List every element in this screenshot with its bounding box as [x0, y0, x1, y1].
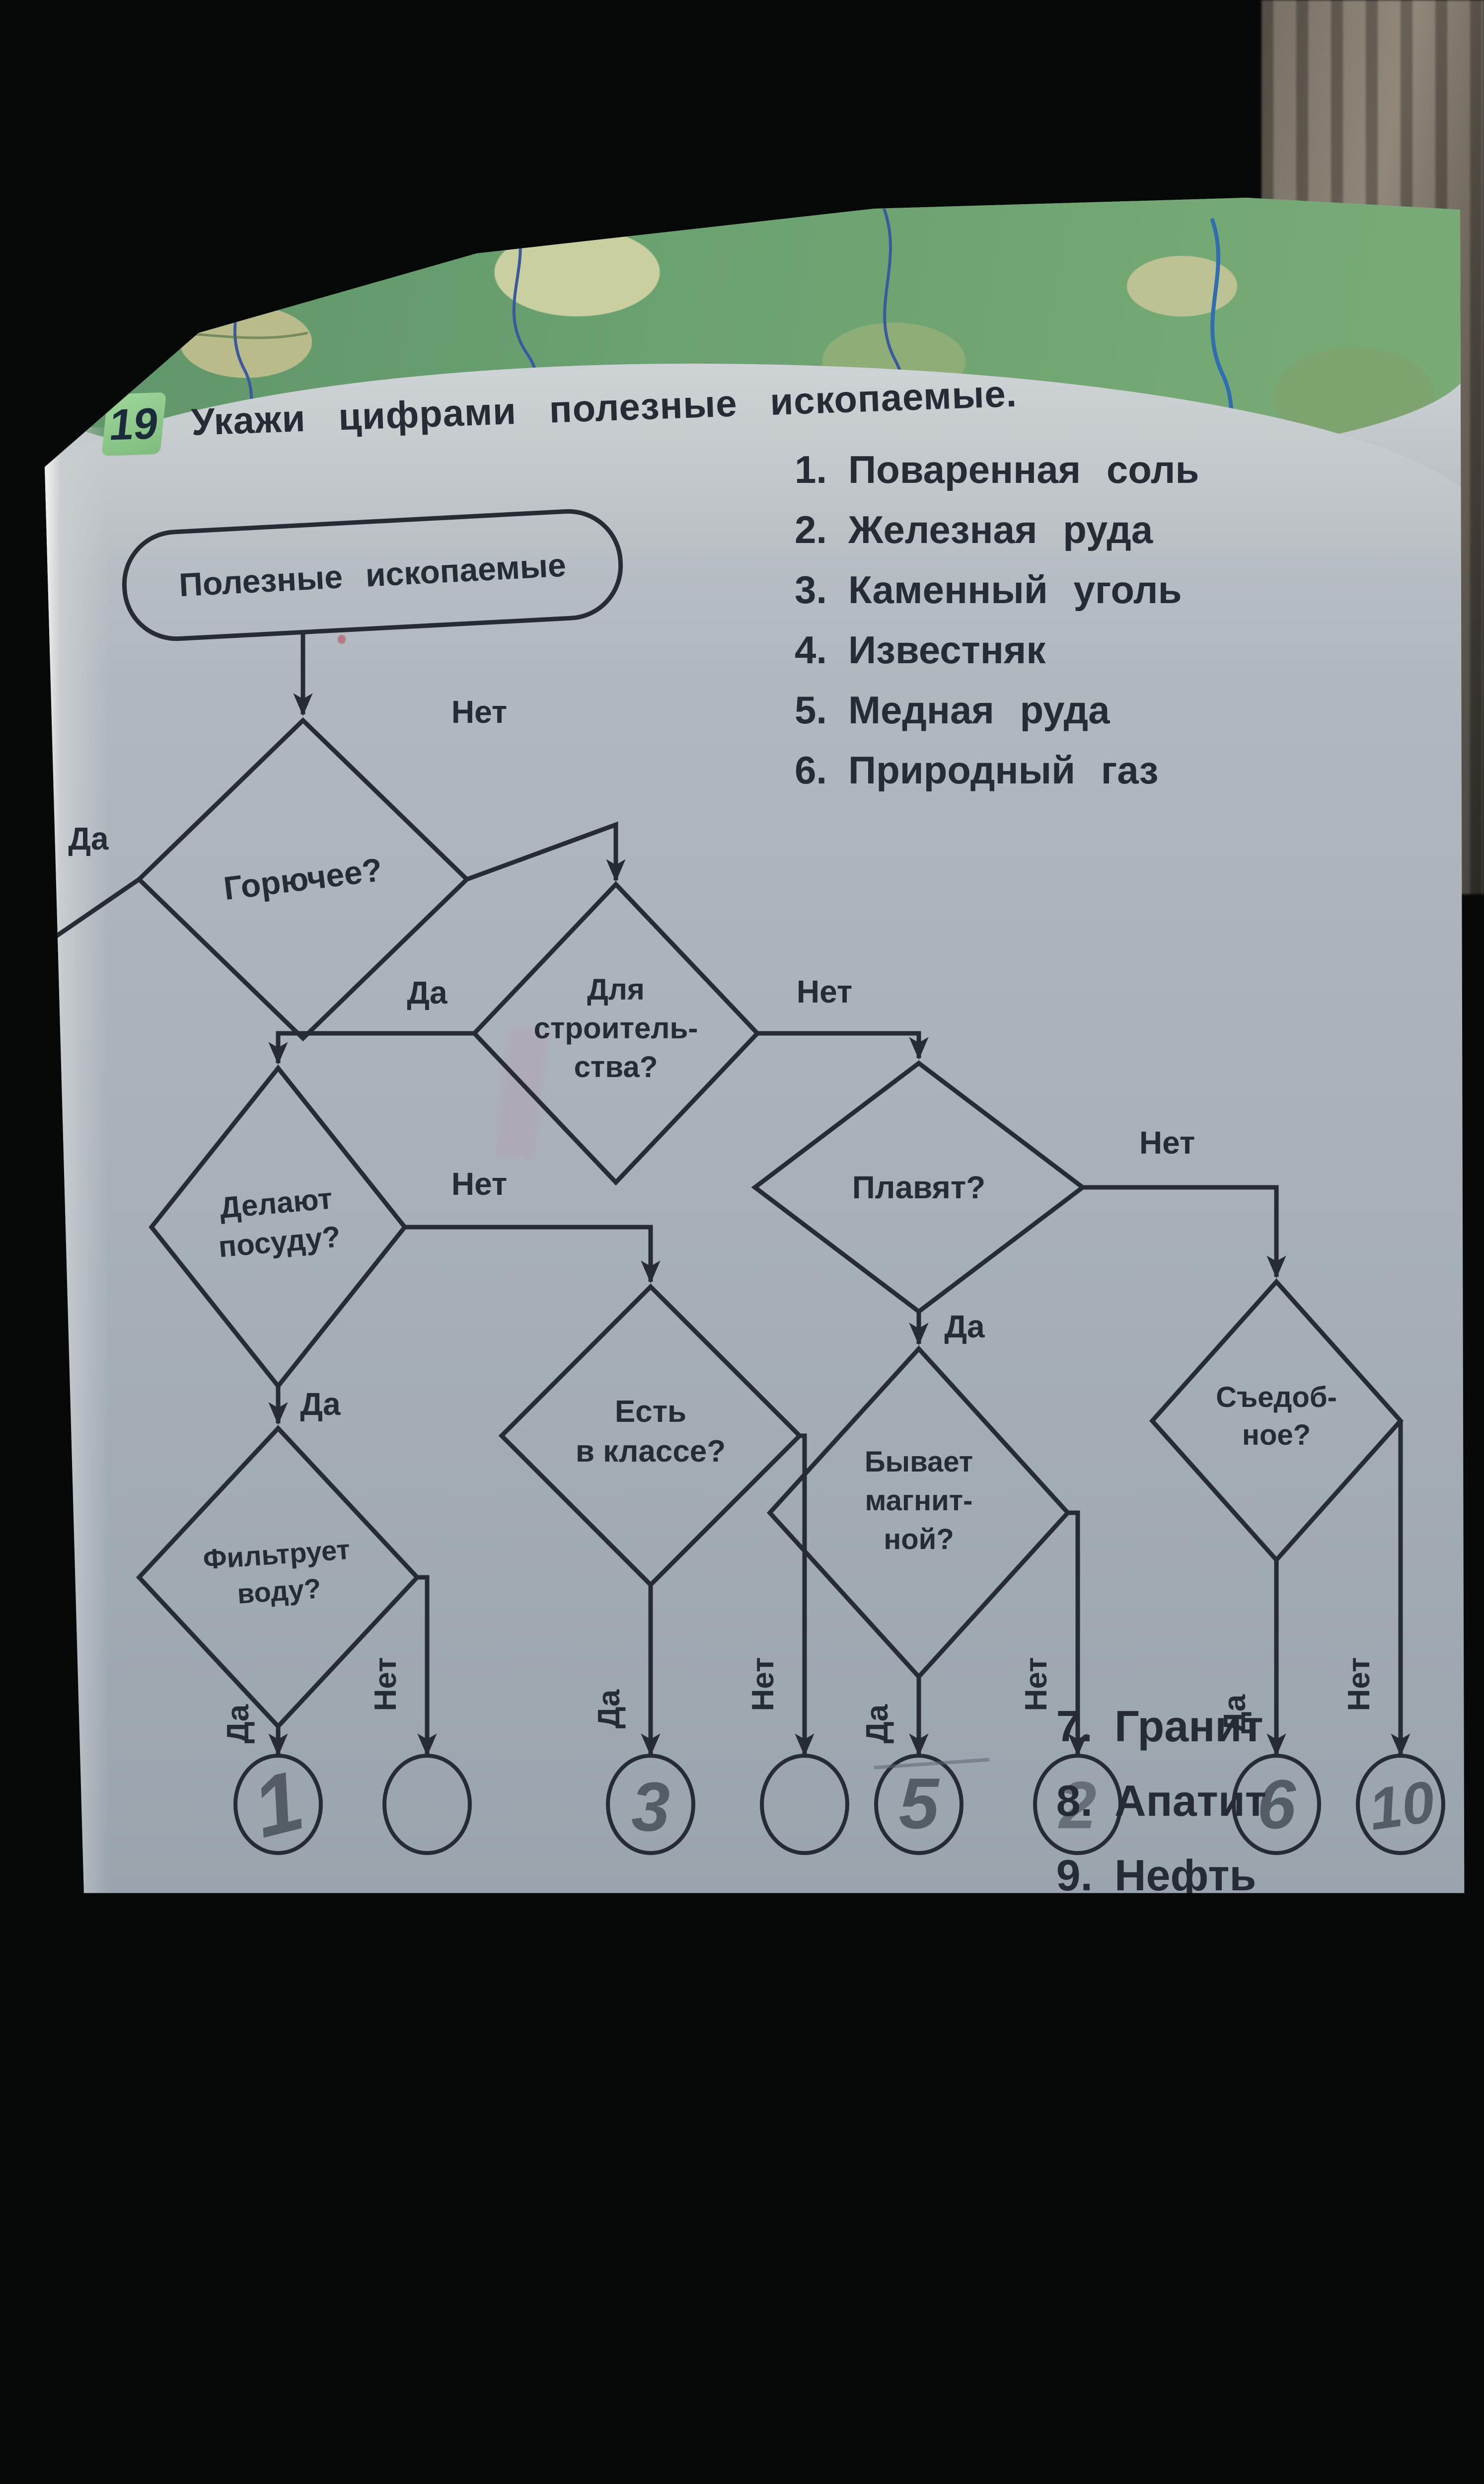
node-edible-label: Съедоб- [1216, 1381, 1337, 1413]
node-magnetic-label: Бывает [865, 1446, 973, 1478]
workbook-page: 19 Укажи цифрами полезные ископаемые. 1.… [30, 189, 1470, 2484]
node-classroom-label: в классе? [576, 1434, 726, 1469]
node-magnetic-label: ной? [884, 1523, 954, 1555]
node-filter-label: воду? [236, 1572, 322, 1610]
handwritten-answer: 1 [244, 1753, 312, 1856]
branch-label-no: Нет [451, 1166, 507, 1202]
handwritten-answer: 10 [1365, 1769, 1438, 1843]
branch-label-no: Нет [529, 1952, 585, 1988]
node-gasoline-label: Получают [594, 2204, 746, 2239]
branch-label-no: Нет [404, 2211, 460, 2247]
handwritten-answer: 6 [259, 2413, 298, 2484]
branch-label-yes: Да [860, 1704, 894, 1743]
branch-label-yes: Да [1218, 1694, 1252, 1733]
handwritten-answer: 6 [1257, 1765, 1296, 1843]
node-magnetic-label: магнит- [865, 1484, 973, 1517]
branch-label-no: Нет [797, 974, 852, 1009]
node-fertilizer-label: Удобрение? [197, 2286, 359, 2327]
handwritten-answer: 2 [1057, 1768, 1096, 1843]
branch-label-no: Нет [369, 1657, 403, 1711]
branch-label-no: Нет [1139, 1125, 1195, 1161]
branch-label-no: Нет [869, 2178, 924, 2214]
node-construction-label: ства? [574, 1050, 658, 1084]
handwritten-answer: 3 [631, 1768, 670, 1846]
answer-circle[interactable] [384, 1756, 470, 1853]
answer-circle[interactable] [762, 1756, 847, 1853]
branch-label-yes: Да [407, 975, 447, 1010]
branch-label-yes: Да [944, 1309, 985, 1344]
branch-label-yes: Да [704, 2387, 744, 2422]
node-melt-label: Плавят? [852, 1169, 986, 1205]
branch-label-yes: Да [300, 1386, 341, 1422]
node-edible-label: ное? [1242, 1419, 1311, 1451]
answer-circle[interactable] [882, 2408, 966, 2484]
node-start: Полезные ископаемые [122, 509, 623, 641]
node-dishes-label: посуду? [217, 1220, 342, 1263]
branch-label-yes: Да [68, 821, 109, 856]
node-classroom-label: Есть [615, 1395, 686, 1429]
flowchart: Полезные ископаемые Горючее? Для строите… [30, 189, 1470, 2484]
handwritten-answer: 5 [899, 1763, 940, 1844]
node-gasoline-label: бензин? [607, 2243, 734, 2277]
node-start-label: Полезные ископаемые [178, 546, 567, 604]
node-dishes-label: Делают [219, 1181, 334, 1225]
branch-label-yes: Да [300, 2203, 341, 2239]
branch-label-no: Нет [746, 1657, 780, 1711]
node-construction-label: Для [587, 973, 645, 1006]
node-filter-label: Фильтрует [202, 1534, 351, 1575]
branch-label-no: Нет [1342, 1657, 1376, 1711]
node-fuel-label: Горючее? [222, 851, 384, 907]
handwritten-answer: 9 [651, 2413, 690, 2484]
branch-label-yes: Да [221, 1704, 255, 1743]
branch-label-yes: Да [592, 1689, 626, 1728]
node-solid-label: Твёрдое? [202, 2035, 355, 2079]
answer-circle[interactable] [425, 2408, 509, 2484]
branch-label-no: Нет [1019, 1657, 1053, 1711]
branch-label-yes: Да [207, 2386, 248, 2421]
node-construction-label: строитель- [534, 1011, 698, 1045]
branch-label-no: Нет [451, 694, 507, 730]
